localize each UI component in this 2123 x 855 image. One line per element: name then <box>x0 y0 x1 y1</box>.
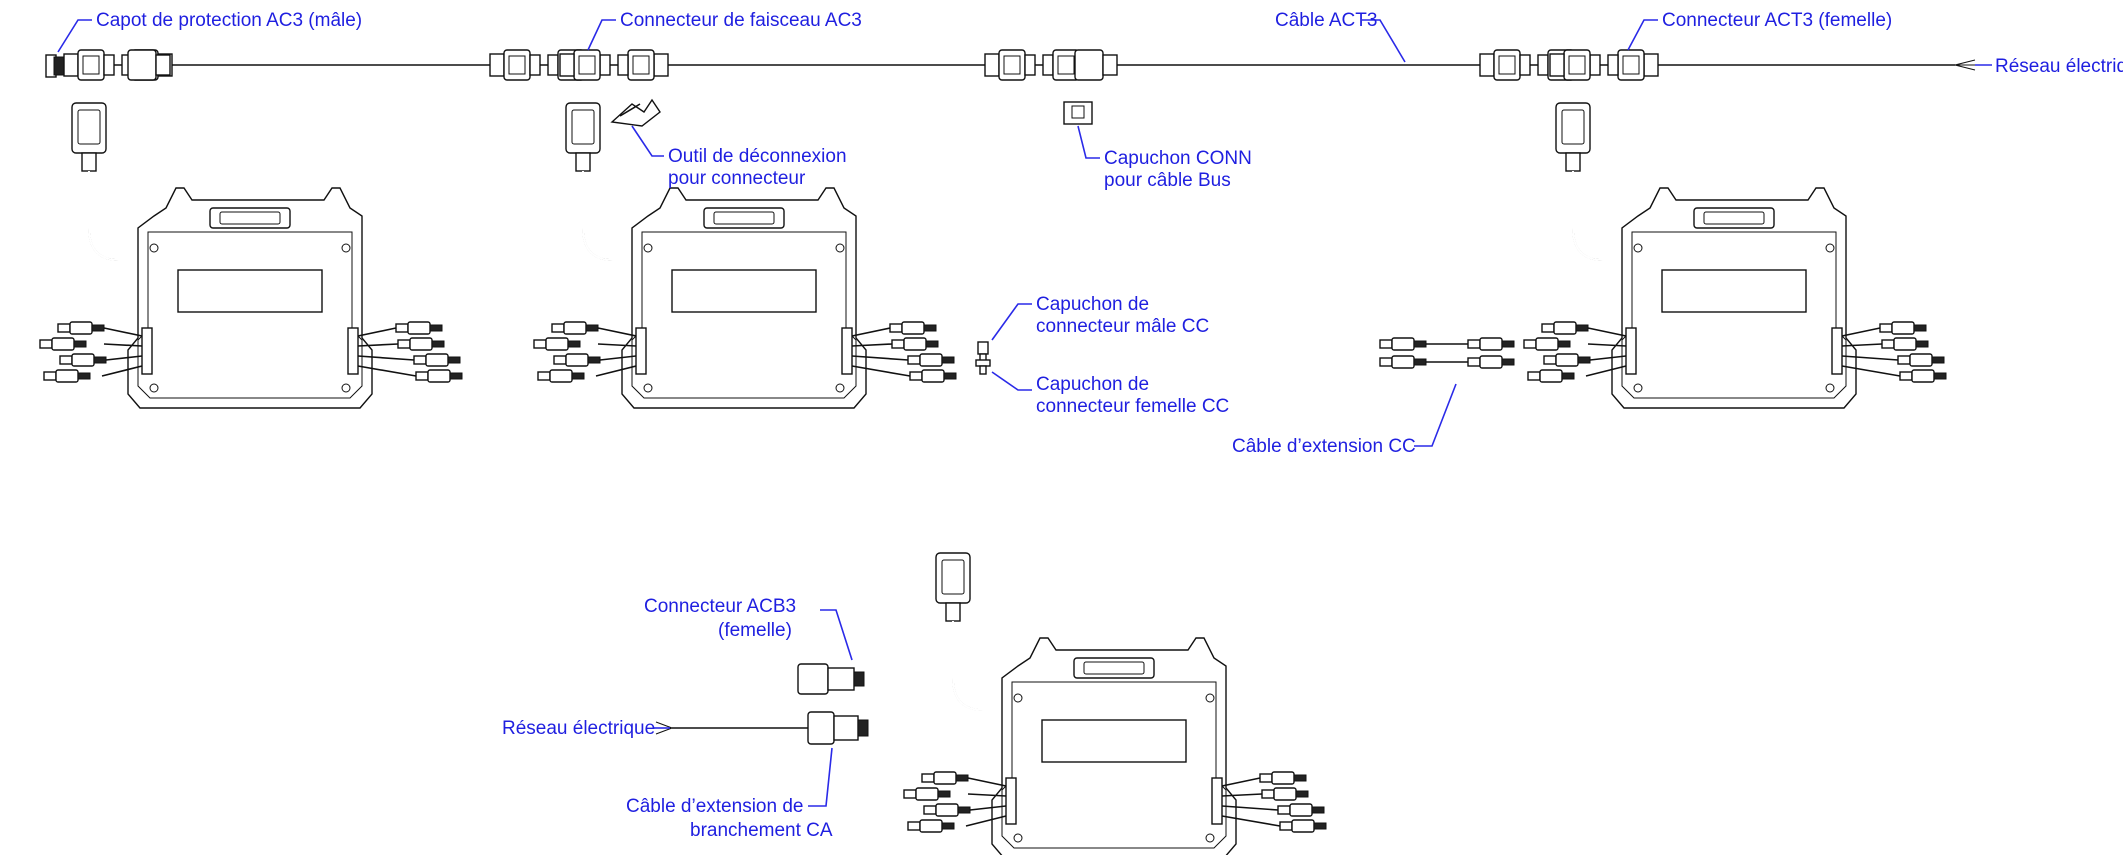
label-reseau-top: Réseau électrique <box>1975 56 2123 77</box>
label-connecteur-faisceau: Connecteur de faisceau AC3 <box>587 10 862 51</box>
label-cap-femelle-cc: Capuchon de connecteur femelle CC <box>991 371 1229 417</box>
svg-text:Connecteur ACB3: Connecteur ACB3 <box>644 596 796 617</box>
svg-text:Réseau électrique: Réseau électrique <box>1995 56 2123 77</box>
conn-cap-icon <box>1063 101 1093 125</box>
label-acb3: Connecteur ACB3 (femelle) <box>644 596 853 661</box>
ac-extension-cable <box>655 711 869 745</box>
svg-text:Connecteur ACT3 (femelle): Connecteur ACT3 (femelle) <box>1662 10 1892 31</box>
svg-text:Câble ACT3: Câble ACT3 <box>1275 10 1377 31</box>
svg-text:Capuchon CONN: Capuchon CONN <box>1104 148 1252 169</box>
svg-text:Capuchon de: Capuchon de <box>1036 374 1149 395</box>
label-capot-ac3: Capot de protection AC3 (mâle) <box>57 10 362 53</box>
label-cap-male-cc: Capuchon de connecteur mâle CC <box>991 294 1209 341</box>
trunk-plug <box>127 49 1118 81</box>
svg-text:Câble d’extension de: Câble d’extension de <box>626 796 803 817</box>
microinverter-3 <box>1524 103 1946 408</box>
label-cable-act3: Câble ACT3 <box>1275 10 1406 63</box>
disconnect-tool-icon <box>610 98 661 127</box>
microinverter-1 <box>40 103 462 408</box>
svg-text:(femelle): (femelle) <box>718 620 792 641</box>
label-capuchon-conn: Capuchon CONN pour câble Bus <box>1077 125 1252 191</box>
svg-text:connecteur mâle CC: connecteur mâle CC <box>1036 316 1209 337</box>
acb3-connector-icon <box>797 663 865 695</box>
svg-text:connecteur femelle CC: connecteur femelle CC <box>1036 396 1229 417</box>
svg-text:branchement CA: branchement CA <box>690 820 833 841</box>
microinverter-4 <box>904 553 1326 855</box>
svg-text:Capot de protection AC3 (mâle): Capot de protection AC3 (mâle) <box>96 10 362 31</box>
label-cable-ext-cc: Câble d’extension CC <box>1232 383 1457 457</box>
label-ext-ca: Câble d’extension de branchement CA <box>626 747 833 841</box>
label-connecteur-act3: Connecteur ACT3 (femelle) <box>1627 10 1892 51</box>
dc-extension-cable <box>1379 337 1515 369</box>
svg-text:Réseau électrique: Réseau électrique <box>502 718 655 739</box>
dc-caps-icon <box>975 341 991 375</box>
svg-text:Capuchon de: Capuchon de <box>1036 294 1149 315</box>
svg-text:pour connecteur: pour connecteur <box>668 168 806 189</box>
svg-text:Câble d’extension CC: Câble d’extension CC <box>1232 436 1416 457</box>
svg-text:Connecteur de faisceau AC3: Connecteur de faisceau AC3 <box>620 10 862 31</box>
svg-text:Outil de déconnexion: Outil de déconnexion <box>668 146 847 167</box>
label-outil-deconnexion: Outil de déconnexion pour connecteur <box>631 125 847 189</box>
svg-text:pour câble Bus: pour câble Bus <box>1104 170 1231 191</box>
label-reseau-bottom: Réseau électrique <box>502 718 670 739</box>
